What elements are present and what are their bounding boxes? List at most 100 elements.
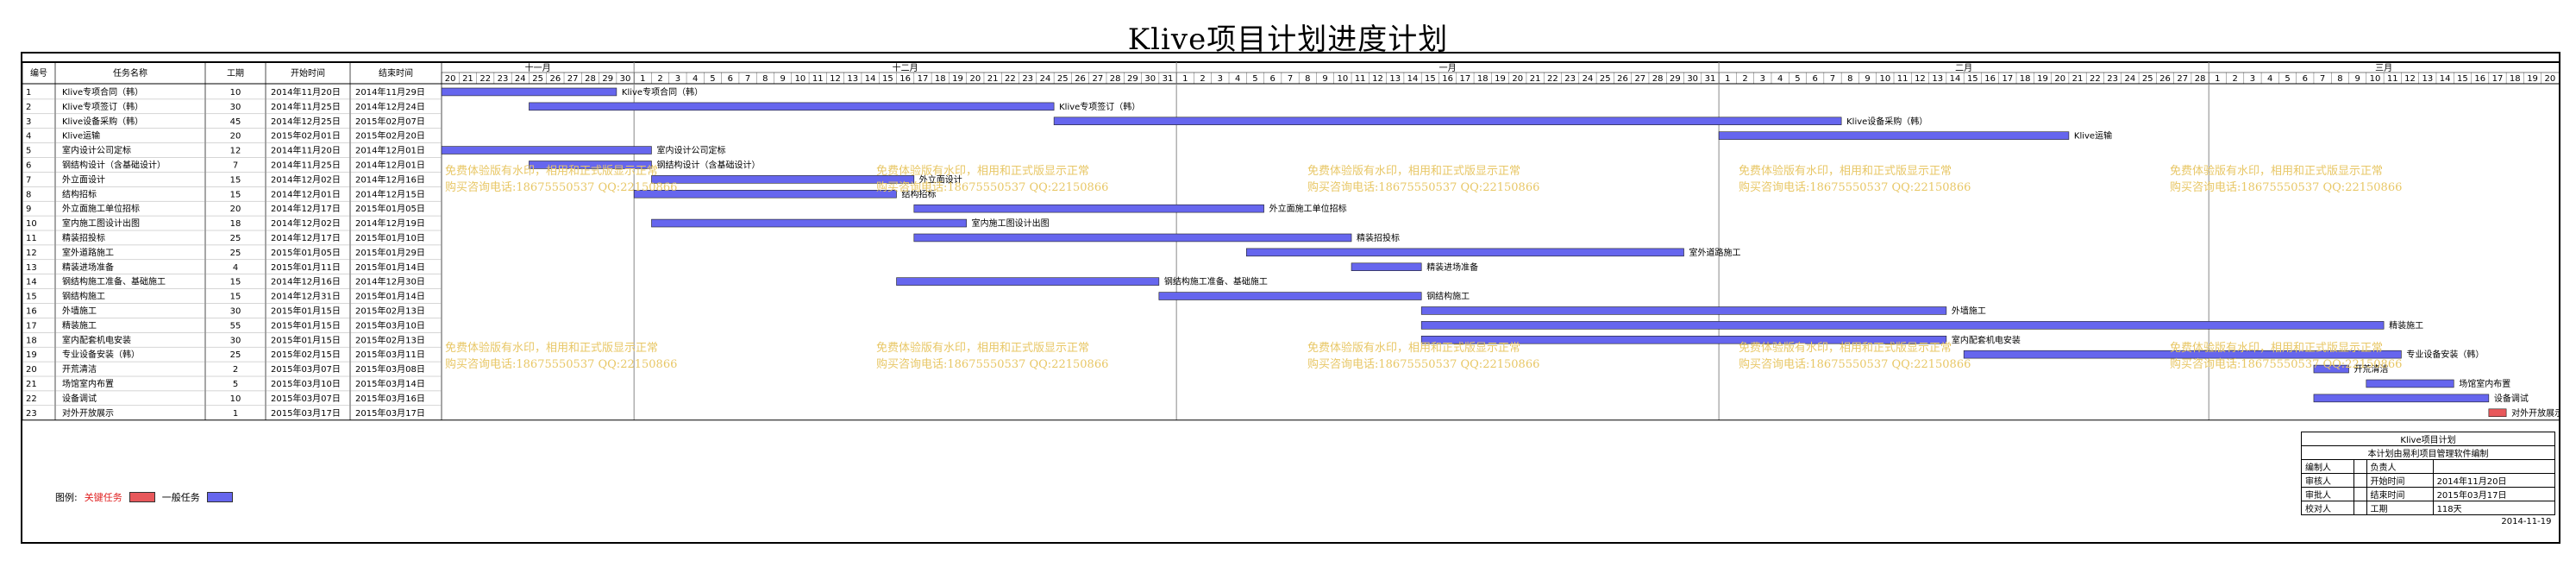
task-duration: 30: [230, 336, 241, 345]
task-id: 17: [26, 321, 37, 331]
day-label: 23: [498, 74, 509, 84]
legend-label: 图例:: [55, 492, 78, 503]
day-label: 17: [2003, 74, 2014, 84]
legend: 图例: 关键任务 一般任务: [55, 490, 233, 504]
task-duration: 15: [230, 175, 241, 185]
day-label: 13: [847, 74, 858, 84]
task-name: 结构招标: [62, 188, 97, 199]
info-cell: [2353, 487, 2367, 501]
legend-normal-label: 一般任务: [161, 492, 200, 503]
task-duration: 15: [230, 190, 241, 199]
day-label: 2: [1200, 74, 1205, 84]
day-label: 15: [1967, 74, 1978, 84]
bar-label: 专业设备安装（韩）: [2406, 349, 2484, 360]
watermark-line1: 免费体验版有水印，相用和正式版显示正常: [1307, 164, 1520, 178]
watermark-line1: 免费体验版有水印，相用和正式版显示正常: [445, 164, 658, 178]
day-label: 29: [602, 74, 613, 84]
info-cell: 校对人: [2300, 501, 2355, 515]
day-label: 6: [1270, 74, 1275, 84]
day-label: 19: [952, 74, 963, 84]
bar-label: 精装施工: [2389, 319, 2423, 331]
day-label: 26: [1075, 74, 1086, 84]
task-start: 2014年12月25日: [271, 116, 341, 127]
bar-label: Klive专项签订（韩）: [1059, 101, 1140, 112]
day-label: 6: [1813, 74, 1818, 84]
day-label: 3: [2250, 74, 2255, 84]
legend-normal-swatch: [206, 492, 233, 502]
day-label: 18: [935, 74, 946, 84]
watermark-line2: 购买咨询电话:18675550537 QQ:22150866: [445, 357, 677, 371]
task-name: Klive专项签订（韩）: [62, 101, 143, 112]
task-end: 2015年02月13日: [355, 334, 425, 345]
watermark-line1: 免费体验版有水印，相用和正式版显示正常: [876, 341, 1089, 355]
task-name: 钢结构施工: [62, 291, 105, 302]
day-label: 12: [2404, 74, 2416, 84]
day-label: 1: [1725, 74, 1730, 84]
watermark-line2: 购买咨询电话:18675550537 QQ:22150866: [876, 357, 1108, 371]
bar-label: 外立面施工单位招标: [1269, 203, 1347, 214]
task-start: 2014年11月20日: [271, 145, 341, 156]
watermark-line1: 免费体验版有水印，相用和正式版显示正常: [1739, 164, 1952, 178]
day-label: 17: [1460, 74, 1471, 84]
task-duration: 12: [230, 147, 241, 156]
column-header: 结束时间: [379, 67, 413, 79]
task-id: 3: [26, 117, 31, 127]
task-id: 19: [26, 350, 37, 360]
day-label: 21: [987, 74, 999, 84]
task-name: Klive运输: [62, 130, 100, 142]
task-end: 2015年02月07日: [355, 116, 425, 127]
bar-label: 开荒清洁: [2354, 363, 2389, 375]
day-label: 25: [1057, 74, 1069, 84]
day-label: 30: [1144, 74, 1156, 84]
day-label: 8: [762, 74, 768, 84]
info-cell: [2353, 459, 2367, 474]
task-end: 2014年12月16日: [355, 173, 425, 185]
task-name: 开荒清洁: [62, 363, 97, 375]
task-name: 精装施工: [62, 319, 97, 331]
task-start: 2014年12月16日: [271, 276, 341, 287]
task-duration: 30: [230, 307, 241, 317]
legend-critical-label: 关键任务: [84, 492, 122, 503]
day-label: 5: [2285, 74, 2290, 84]
task-name: 室内设计公司定标: [62, 145, 131, 156]
day-label: 19: [1495, 74, 1506, 84]
gantt-bar: [2313, 364, 2349, 374]
watermark-line2: 购买咨询电话:18675550537 QQ:22150866: [2170, 180, 2402, 194]
task-duration: 5: [233, 380, 238, 389]
watermark-line1: 免费体验版有水印，相用和正式版显示正常: [445, 341, 658, 355]
gantt-bar: [441, 146, 652, 154]
bar-label: 室内配套机电安装: [1952, 334, 2021, 345]
day-label: 8: [2337, 74, 2342, 84]
day-label: 16: [1442, 74, 1453, 84]
day-label: 27: [2177, 74, 2188, 84]
gantt-bar: [1053, 117, 1842, 126]
day-label: 8: [1305, 74, 1310, 84]
gantt-bar: [1718, 131, 2070, 140]
task-duration: 10: [230, 394, 241, 404]
day-label: 18: [2510, 74, 2521, 84]
task-end: 2015年03月10日: [355, 319, 425, 331]
info-title: Klive项目计划: [2301, 432, 2555, 446]
task-duration: 25: [230, 234, 241, 243]
day-label: 10: [1338, 74, 1349, 84]
day-label: 10: [1879, 74, 1890, 84]
task-end: 2014年12月15日: [355, 188, 425, 199]
day-label: 8: [1847, 74, 1852, 84]
day-label: 7: [1830, 74, 1835, 84]
task-start: 2015年01月15日: [271, 334, 341, 345]
bar-label: Klive专项合同（韩）: [622, 86, 703, 98]
task-duration: 18: [230, 219, 241, 229]
task-name: 专业设备安装（韩）: [62, 349, 140, 360]
day-label: 18: [1477, 74, 1489, 84]
watermark-line2: 购买咨询电话:18675550537 QQ:22150866: [1307, 180, 1539, 194]
task-end: 2015年01月14日: [355, 262, 425, 273]
day-label: 28: [1110, 74, 1121, 84]
day-label: 3: [1218, 74, 1223, 84]
day-label: 12: [1372, 74, 1383, 84]
task-id: 16: [26, 307, 37, 317]
month-label: 二月: [1955, 63, 1972, 73]
day-label: 12: [830, 74, 841, 84]
day-label: 20: [2054, 74, 2065, 84]
